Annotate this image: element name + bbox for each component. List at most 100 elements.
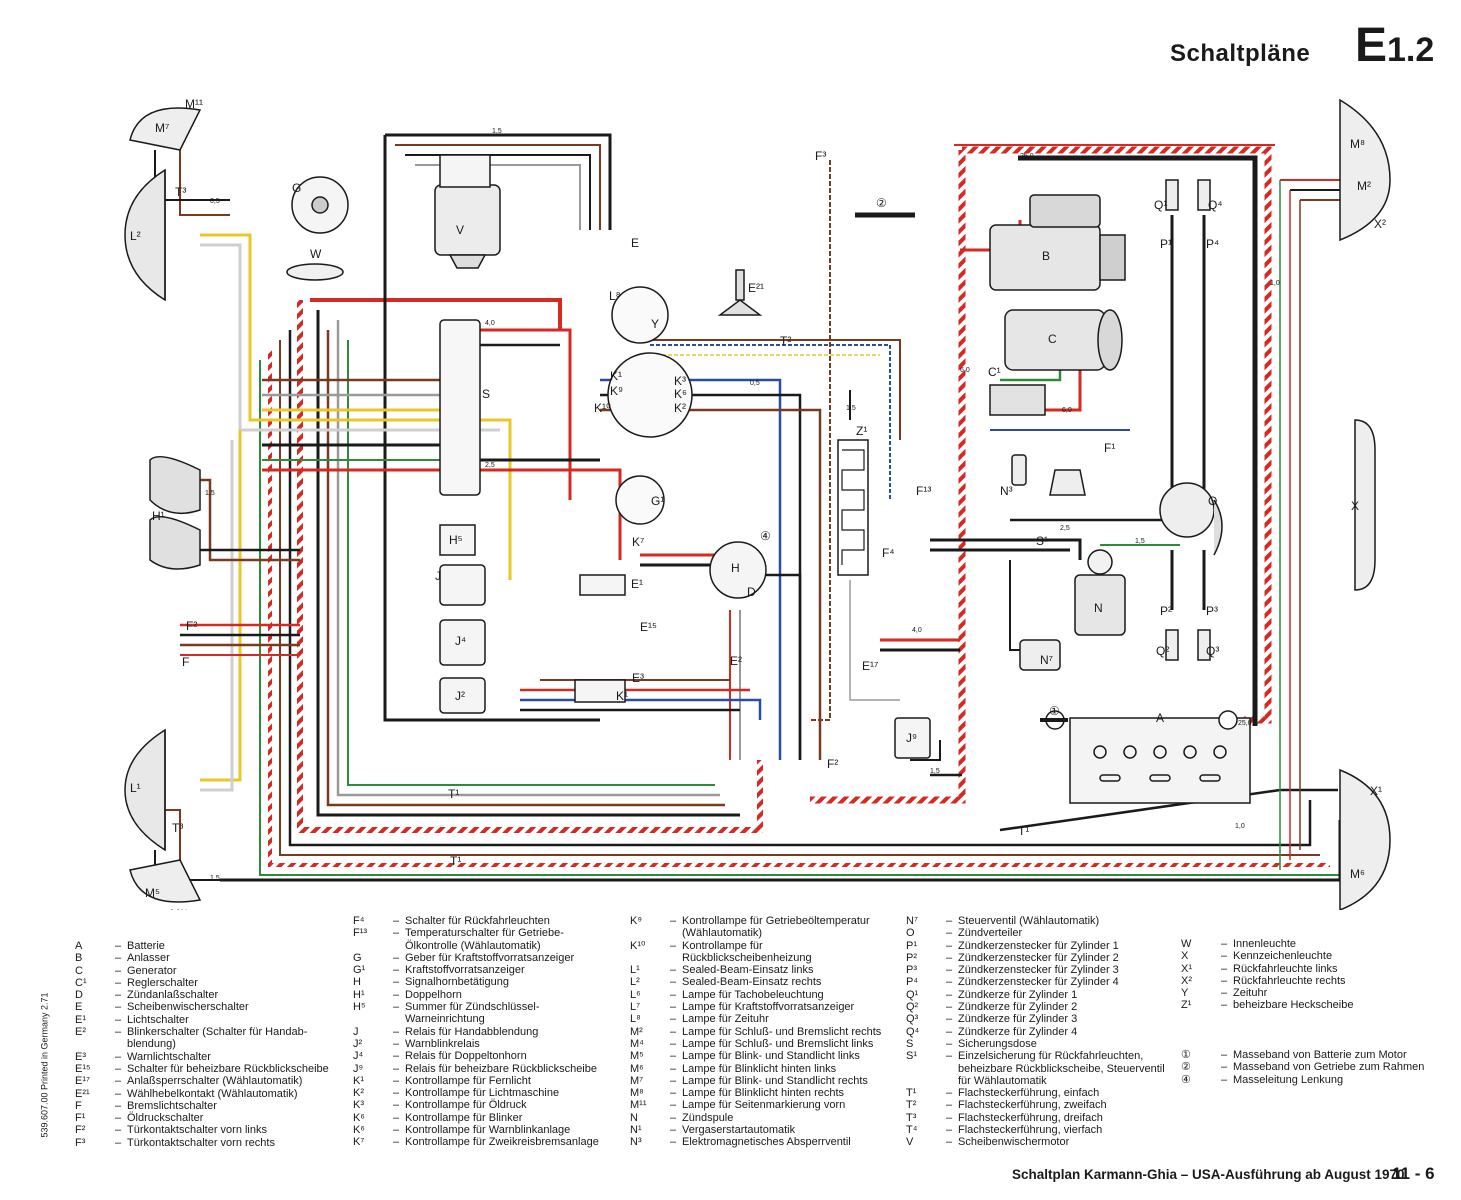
legend-item: M⁷–Lampe für Blink- und Standlicht recht… <box>630 1075 881 1087</box>
legend-item: E¹–Lichtschalter <box>75 1014 329 1026</box>
distributor-o <box>1159 482 1215 538</box>
legend-key: A <box>75 940 83 952</box>
legend-item: S¹–Einzelsicherung für Rückfahrleuchten, <box>906 1050 1165 1062</box>
gauge-5: 25,0 <box>1238 720 1252 727</box>
legend-key: N³ <box>630 1136 642 1149</box>
legend-item: Q¹–Zündkerze für Zylinder 1 <box>906 989 1165 1001</box>
legend-dash: – <box>392 964 400 977</box>
label-h: H <box>731 561 740 575</box>
label-z1: Z¹ <box>856 424 867 438</box>
legend-key: Q⁴ <box>906 1025 920 1038</box>
gauge-12: 4,0 <box>912 627 922 634</box>
legend-key: ② <box>1181 1061 1191 1074</box>
legend-item: K⁹–Kontrollampe für Getriebeöltemperatur <box>630 915 881 927</box>
legend-key: F¹ <box>75 1112 86 1125</box>
legend-key: J² <box>353 1037 363 1050</box>
legend-item: K⁷–Kontrollampe für Zweikreisbremsanlage <box>353 1136 599 1148</box>
legend-desc: Relais für Handabblendung <box>405 1025 539 1038</box>
legend-desc: Summer für Zündschlüssel- <box>405 1001 540 1014</box>
gauge-1: 1,5 <box>492 128 502 135</box>
legend-desc: Masseband von Getriebe zum Rahmen <box>1233 1061 1425 1074</box>
label-m7: M⁷ <box>155 121 169 135</box>
legend-key: K⁶ <box>353 1124 365 1137</box>
legend-dash: – <box>392 1062 400 1075</box>
legend-desc: Zündanlaßschalter <box>127 989 219 1002</box>
label-a: A <box>1156 711 1164 725</box>
legend-desc: Innenleuchte <box>1233 938 1296 950</box>
rear-lamp-left <box>1339 768 1391 910</box>
ground-cable <box>1018 155 1258 726</box>
regulator-c1 <box>989 384 1046 416</box>
legend-desc: Zündkerzenstecker für Zylinder 4 <box>958 976 1119 989</box>
legend-item: K²–Kontrollampe für Lichtmaschine <box>353 1087 599 1099</box>
legend-item: N³–Elektromagnetisches Absperrventil <box>630 1136 881 1148</box>
label-t1-rear: T¹ <box>1018 824 1029 838</box>
legend-key: T¹ <box>906 1087 917 1100</box>
gauge-7: 6,0 <box>1062 407 1072 414</box>
label-b: B <box>1042 249 1050 263</box>
legend-item: N¹–Vergaserstartautomatik <box>630 1124 881 1136</box>
relay-j2 <box>439 677 486 714</box>
legend-item: X–Kennzeichenleuchte <box>1181 950 1353 962</box>
lamp-m5 <box>129 859 202 903</box>
legend-dash: – <box>114 1136 122 1149</box>
legend-desc: Kennzeichenleuchte <box>1233 950 1333 963</box>
label-q1: Q¹ <box>1154 198 1167 212</box>
relay-j9 <box>894 717 931 759</box>
legend-item: L⁷–Lampe für Kraftstoffvorratsanzeiger <box>630 1001 881 1013</box>
gauge-18: 1,5 <box>930 768 940 775</box>
legend-desc: Lampe für Schluß- und Bremslicht rechts <box>682 1025 882 1038</box>
label-d: D <box>747 585 756 599</box>
gauge-10: 0,5 <box>750 380 760 387</box>
label-c1: C¹ <box>988 365 1001 379</box>
legend-key: H¹ <box>353 988 365 1001</box>
legend-key: X <box>1181 950 1189 963</box>
legend-key: C¹ <box>75 976 87 989</box>
label-l1: L¹ <box>130 781 141 795</box>
legend-desc: Elektromagnetisches Absperrventil <box>682 1136 851 1149</box>
legend-item: E²¹–Wählhebelkontakt (Wählautomatik) <box>75 1088 329 1100</box>
legend-desc: Türkontaktschalter vorn rechts <box>127 1136 275 1149</box>
legend-item: M¹¹–Lampe für Seitenmarkierung vorn <box>630 1099 881 1111</box>
label-n3: N³ <box>1000 484 1013 498</box>
legend-dash: – <box>1220 1061 1228 1074</box>
legend-item: Q⁴–Zündkerze für Zylinder 4 <box>906 1026 1165 1038</box>
legend-desc: Doppelhorn <box>405 988 462 1001</box>
legend-desc: Flachsteckerführung, vierfach <box>958 1124 1103 1137</box>
label-y: Y <box>651 317 659 331</box>
label-m6: M⁶ <box>1350 867 1365 881</box>
legend-key: H⁵ <box>353 1001 366 1014</box>
legend-key: K⁷ <box>353 1136 365 1149</box>
legend-item: E¹⁵–Schalter für beheizbare Rückblicksch… <box>75 1063 329 1075</box>
legend-desc: Lichtschalter <box>127 1013 189 1026</box>
legend-dash: – <box>114 976 122 989</box>
label-k9: K⁹ <box>610 384 623 398</box>
legend-desc: für Wählautomatik <box>958 1074 1047 1087</box>
legend-key: X¹ <box>1181 962 1192 975</box>
legend-dash: – <box>114 952 122 965</box>
legend-key <box>906 1075 940 1087</box>
legend-item: L⁸–Lampe für Zeituhr <box>630 1013 881 1025</box>
label-j9: J⁹ <box>906 731 917 745</box>
legend-item: F¹³–Temperaturschalter für Getriebe- <box>353 927 599 939</box>
legend-dash: – <box>669 964 677 977</box>
legend-dash <box>109 1038 127 1050</box>
legend-desc: Zündverteiler <box>958 927 1023 940</box>
legend-dash: – <box>392 1124 400 1137</box>
legend-dash: – <box>392 1074 400 1087</box>
legend-key: Z¹ <box>1181 999 1192 1012</box>
legend-item: Q²–Zündkerze für Zylinder 2 <box>906 1001 1165 1013</box>
legend-desc: Lampe für Blink- und Standlicht rechts <box>682 1074 868 1087</box>
legend-dash: – <box>114 1013 122 1026</box>
legend-key: M⁴ <box>630 1037 644 1050</box>
label-p4: P⁴ <box>1206 237 1219 251</box>
section-number: 1.2 <box>1387 31 1435 69</box>
legend-dash: – <box>669 1037 677 1050</box>
legend-item: C–Generator <box>75 965 329 977</box>
legend-desc: Ölkontrolle (Wählautomatik) <box>405 939 541 952</box>
legend-key: C <box>75 964 83 977</box>
gauge-9: 1,0 <box>1235 823 1245 830</box>
legend-item: H–Signalhornbetätigung <box>353 976 599 988</box>
